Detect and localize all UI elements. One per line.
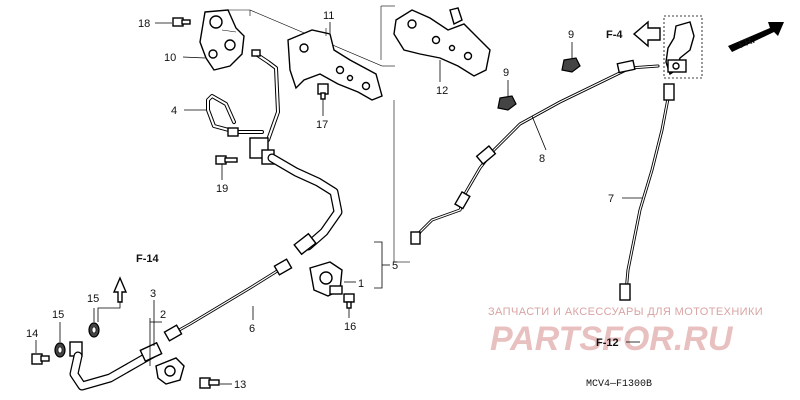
bracket-12[interactable] [393, 7, 491, 77]
callout-1: 1 [358, 278, 364, 290]
callout-19: 19 [216, 183, 228, 195]
ref-f14: F-14 [136, 253, 160, 265]
callout-13: 13 [234, 379, 246, 391]
bolt-14[interactable] [31, 353, 50, 365]
callout-11: 11 [323, 10, 334, 22]
clamp-1[interactable] [309, 261, 343, 297]
clamp-2[interactable] [155, 357, 185, 385]
bolt-17[interactable] [317, 83, 329, 100]
brake-hose-5[interactable] [249, 137, 343, 256]
callout-9-lower: 9 [503, 67, 509, 79]
callout-15-lower: 15 [52, 309, 64, 321]
callout-16: 16 [344, 321, 356, 333]
washer-15-upper[interactable] [88, 322, 100, 338]
bolt-13[interactable] [199, 377, 220, 389]
callout-12: 12 [436, 85, 448, 97]
clamp-9-upper[interactable] [561, 57, 581, 73]
callout-18: 18 [138, 18, 150, 30]
ref-arrow-f4 [632, 20, 661, 48]
brake-hose-8[interactable] [410, 59, 660, 245]
callout-4: 4 [171, 105, 177, 117]
brake-hose-7[interactable] [619, 83, 675, 301]
bolt-18[interactable] [172, 17, 191, 27]
callout-3: 3 [150, 288, 156, 300]
diagram-code: MCV4—F1300B [586, 379, 652, 390]
washer-15-lower[interactable] [54, 342, 66, 358]
bolt-16[interactable] [343, 293, 355, 309]
callout-10: 10 [164, 52, 176, 64]
callout-2: 2 [160, 309, 166, 321]
ref-f4: F-4 [606, 29, 623, 41]
watermark-brand: PARTSFOR.RU [490, 320, 734, 358]
bolt-19[interactable] [215, 155, 238, 165]
joint-block-10[interactable] [199, 9, 245, 71]
caliper-fitting-detail[interactable] [663, 15, 703, 79]
callout-6: 6 [249, 323, 255, 335]
callout-5: 5 [392, 260, 398, 272]
brake-hose-3[interactable] [69, 341, 163, 391]
brake-hose-6[interactable] [163, 258, 293, 342]
watermark-tagline: ЗАПЧАСТИ И АКСЕССУАРЫ ДЛЯ МОТОТЕХНИКИ [488, 306, 763, 318]
ref-f12: F-12 [596, 337, 619, 349]
group-outline-right [380, 5, 395, 60]
callout-7: 7 [608, 193, 614, 205]
callout-14: 14 [26, 328, 38, 340]
ref-arrow-f14 [112, 276, 128, 303]
clamp-9-lower[interactable] [497, 95, 517, 111]
callout-9-upper: 9 [568, 29, 574, 41]
bracket-11[interactable] [287, 28, 383, 101]
front-direction-arrow [728, 22, 784, 52]
callout-17: 17 [316, 119, 328, 131]
callout-8: 8 [539, 153, 545, 165]
callout-15-upper: 15 [87, 293, 99, 305]
